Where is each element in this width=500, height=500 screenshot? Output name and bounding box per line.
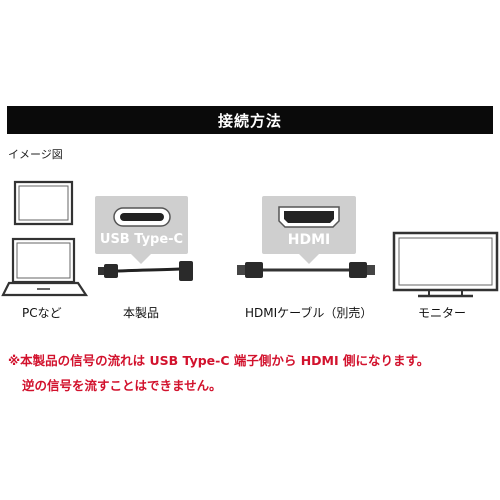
hdmi-port-icon	[278, 206, 340, 228]
note-line-1: ※本製品の信号の流れは USB Type-C 端子側から HDMI 側になります…	[8, 353, 430, 368]
monitor-label: モニター	[418, 306, 467, 320]
hdmi-cable-icon	[237, 262, 375, 278]
monitor-icon	[392, 231, 499, 298]
usb-c-port-icon	[113, 207, 171, 227]
adapter-product-icon	[98, 261, 193, 281]
pc-label: PCなど	[22, 306, 62, 320]
section-title: 接続方法	[217, 111, 282, 130]
hdmi-callout-label: HDMI	[287, 232, 331, 248]
laptop-front-icon	[1, 237, 89, 297]
section-header: 接続方法	[7, 106, 493, 134]
laptop-back-icon	[13, 180, 74, 226]
product-label: 本製品	[123, 306, 160, 320]
usb-callout-label: USB Type-C	[99, 232, 184, 247]
note-line-2: 逆の信号を流すことはできません。	[22, 378, 222, 393]
image-caption: イメージ図	[8, 148, 63, 161]
cable-label: HDMIケーブル（別売）	[245, 306, 373, 320]
